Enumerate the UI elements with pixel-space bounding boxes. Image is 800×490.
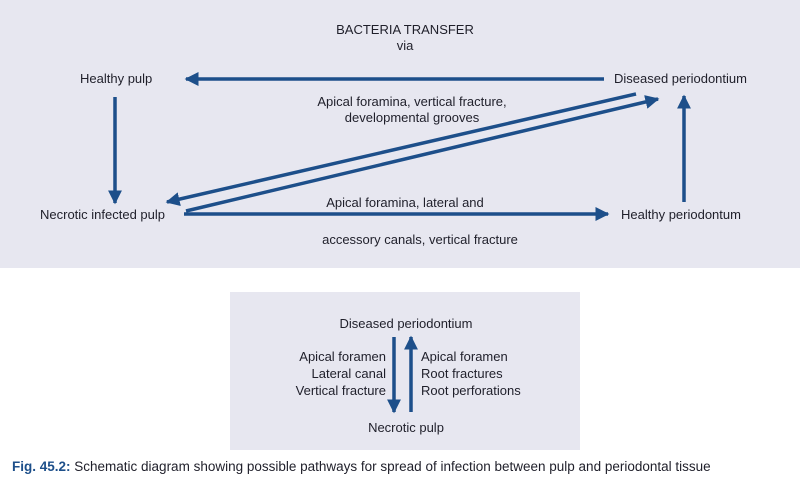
bottom-right-path-2: Root fractures [421, 366, 503, 381]
bottom-left-path-3: Vertical fracture [295, 383, 386, 398]
bottom-node-diseased-periodontium: Diseased periodontium [339, 316, 473, 331]
node-diseased-periodontium: Diseased periodontium [614, 71, 747, 86]
upper-path-label-line2: developmental grooves [344, 110, 480, 125]
node-healthy-periodontum: Healthy periodontum [621, 207, 741, 222]
bottom-node-necrotic-pulp: Necrotic pulp [368, 420, 444, 435]
node-necrotic-infected-pulp: Necrotic infected pulp [40, 207, 166, 222]
figure-caption-text: Schematic diagram showing possible pathw… [70, 459, 711, 474]
lower-path-label-line1: Apical foramina, lateral and [326, 195, 484, 210]
arrow-diseased-to-necrotic [165, 92, 637, 206]
bottom-diagram-panel [230, 292, 580, 450]
node-healthy-pulp: Healthy pulp [80, 71, 153, 86]
figure-caption: Fig. 45.2: Schematic diagram showing pos… [12, 459, 711, 474]
bottom-left-path-2: Lateral canal [311, 366, 386, 381]
bottom-right-path-1: Apical foramen [421, 349, 508, 364]
lower-path-label-line2: accessory canals, vertical fracture [322, 232, 518, 247]
figure-label: Fig. 45.2: [12, 459, 71, 474]
upper-path-label-line1: Apical foramina, vertical fracture, [317, 94, 507, 109]
bottom-left-path-1: Apical foramen [299, 349, 386, 364]
bottom-right-path-3: Root perforations [421, 383, 521, 398]
arrow-necrotic-to-diseased [185, 95, 660, 213]
title-bacteria-transfer: BACTERIA TRANSFER [336, 22, 474, 37]
title-via: via [396, 38, 414, 53]
top-diagram-panel [0, 0, 800, 268]
